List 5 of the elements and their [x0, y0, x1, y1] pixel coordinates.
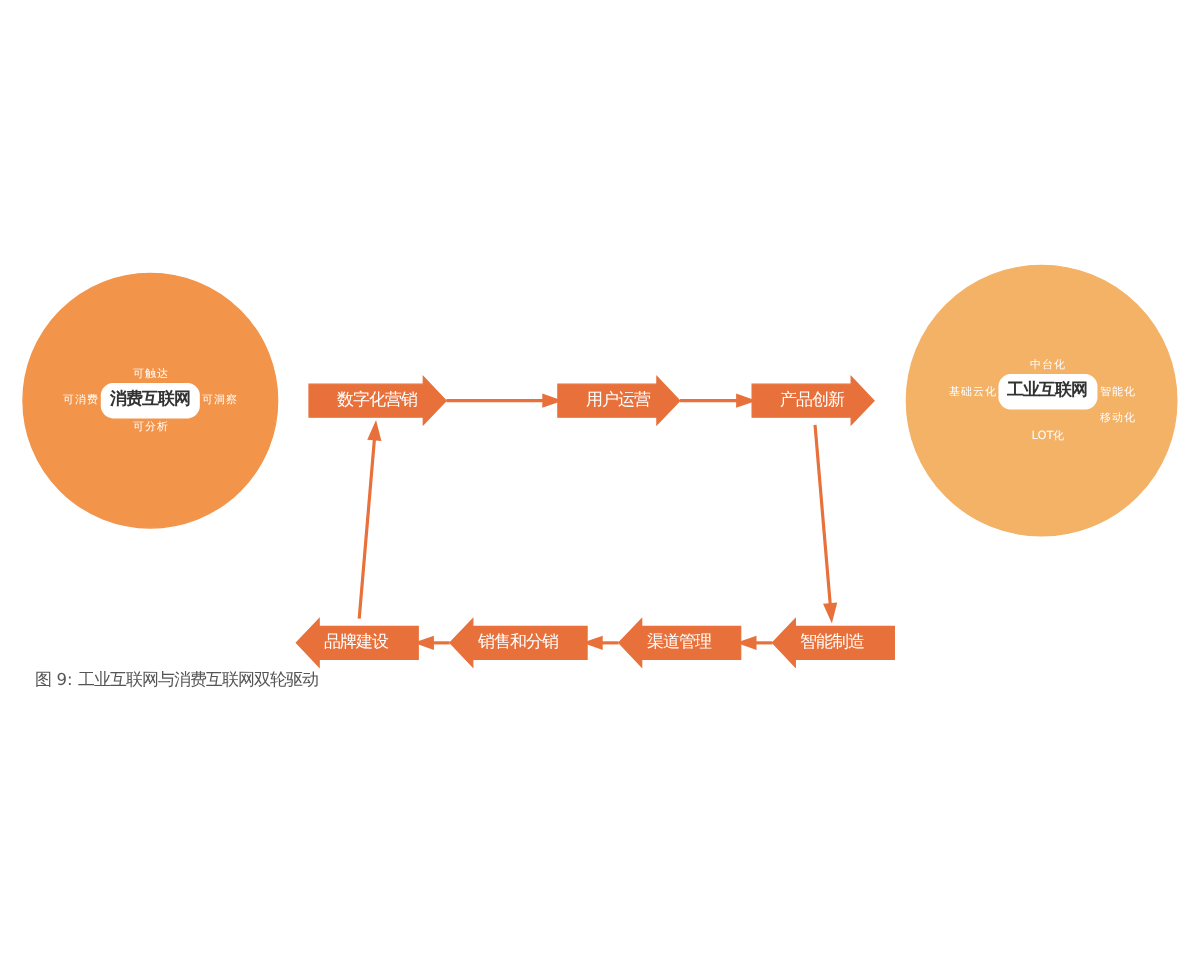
arrow — [357, 420, 382, 619]
caption: 图 9: 工业互联网与消费互联网双轮驱动 — [35, 669, 318, 690]
arrow — [446, 393, 563, 408]
arrow — [679, 393, 757, 408]
arrow — [813, 424, 838, 624]
